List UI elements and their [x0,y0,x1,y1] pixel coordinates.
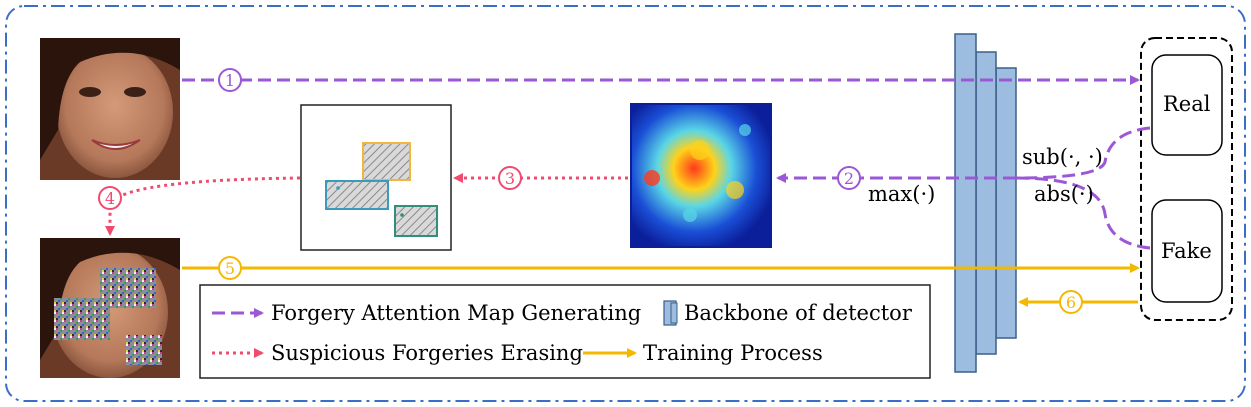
svg-text:3: 3 [505,169,515,188]
step-marker-3: 3 [498,166,522,190]
step-marker-1: 1 [218,68,242,92]
svg-text:1: 1 [225,71,235,90]
erased-face-photo-icon [40,238,180,378]
arrow-from-fake [1015,176,1151,250]
max-label: max(·) [868,182,936,206]
real-node [1151,54,1223,156]
face-photo-icon [40,38,180,180]
legend-label-training: Training Process [643,341,823,365]
svg-text:6: 6 [1066,293,1076,312]
step-marker-4: 4 [98,186,122,210]
step-marker-6: 6 [1059,290,1083,314]
step-marker-5: 5 [218,256,242,280]
sub-label: sub(·, ·) [1022,145,1103,169]
abs-label: abs(·) [1034,182,1094,206]
output-group [1140,37,1233,321]
legend-backbone-icon [663,300,678,326]
region-box-gold [362,142,411,181]
svg-text:2: 2 [844,169,854,188]
fake-label: Fake [1161,239,1212,263]
svg-text:5: 5 [225,259,235,278]
step-marker-2: 2 [837,166,861,190]
region-box-blue [325,180,389,210]
region-box-teal [394,205,438,237]
real-label: Real [1163,92,1211,116]
arrow-from-real [1015,126,1151,180]
backbone-layers-icon [954,33,1017,373]
svg-text:4: 4 [105,189,115,208]
legend-label-attention-map: Forgery Attention Map Generating [271,301,642,325]
fake-node [1151,199,1223,303]
outer-frame [5,5,1246,402]
suspicious-regions-box [300,104,452,251]
legend-label-erasing: Suspicious Forgeries Erasing [271,341,583,365]
legend-box [199,284,931,379]
attention-heatmap-icon [630,103,772,248]
legend-label-backbone: Backbone of detector [684,301,912,325]
